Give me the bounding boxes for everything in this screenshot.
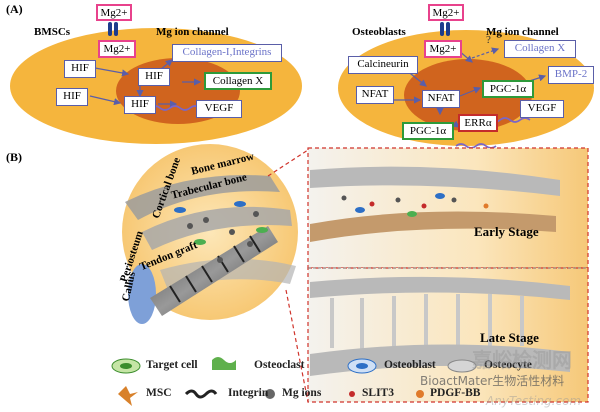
bmsc-collagen-integrins: Collagen-I,Integrins	[172, 44, 282, 62]
pgc1a-box-1: PGC-1α	[482, 80, 534, 98]
bmsc-mg-channel-icon	[108, 22, 118, 36]
calcineurin-box: Calcineurin	[348, 56, 418, 74]
legend-mg-ions: Mg ions	[282, 387, 322, 399]
legend-target-cell: Target cell	[146, 359, 198, 371]
bmp2-box: BMP-2	[548, 66, 594, 84]
panel-a-label: (A)	[6, 2, 23, 16]
osteoblast-nucleus	[404, 59, 532, 131]
watermark-site: AnyTesting.com	[486, 394, 582, 408]
osteoblast-label: Osteoblasts	[352, 26, 406, 38]
legend-slit3: SLIT3	[362, 387, 394, 399]
bmsc-collagen-x: Collagen X	[204, 72, 272, 90]
panel-b-illustration	[111, 144, 589, 406]
osteoblast-collagen-x: Collagen X	[504, 40, 576, 58]
bmsc-vegf: VEGF	[196, 100, 242, 118]
osteoblast-mg-channel-icon	[440, 22, 450, 36]
bmsc-hif-4: HIF	[124, 96, 156, 114]
osteoblast-vegf: VEGF	[520, 100, 564, 118]
bmsc-hif-3: HIF	[138, 68, 170, 86]
bmsc-label: BMSCs	[34, 26, 71, 38]
watermark-cn: 嘉峪检测网	[472, 348, 572, 372]
bmsc-hif-2: HIF	[56, 88, 88, 106]
early-stage-label: Early Stage	[474, 224, 539, 239]
osteoblast-channel-label: Mg ion channel	[486, 26, 559, 38]
nfat-box-2: NFAT	[422, 90, 460, 108]
bmsc-hif-1: HIF	[64, 60, 96, 78]
early-stage-panel	[307, 147, 589, 269]
watermark-wechat: BioactMater生物活性材料	[420, 374, 565, 388]
legend-osteocyte: Osteocyte	[484, 359, 532, 371]
nfat-box-1: NFAT	[356, 86, 394, 104]
callus-shape	[128, 264, 156, 324]
legend-msc: MSC	[146, 387, 172, 399]
legend-icons	[111, 357, 477, 406]
mg-screw-icon	[150, 226, 278, 316]
osteoblast-mg-inside: Mg2+	[424, 40, 462, 58]
legend-osteoblast: Osteoblast	[384, 359, 436, 371]
late-stage-label: Late Stage	[480, 330, 539, 345]
osteoblast-question-mark: ?	[486, 34, 491, 46]
pgc1a-box-2: PGC-1α	[402, 122, 454, 140]
bmsc-mg-outside: Mg2+	[96, 4, 132, 21]
legend-osteoclast: Osteoclast	[254, 359, 305, 371]
panel-b-label: (B)	[6, 150, 22, 164]
legend-integrin: Integrin	[228, 387, 269, 399]
bmsc-channel-label: Mg ion channel	[156, 26, 229, 38]
bmsc-mg-inside: Mg2+	[98, 40, 136, 58]
legend-pdgf-bb: PDGF-BB	[430, 387, 481, 399]
osteoblast-mg-outside: Mg2+	[428, 4, 464, 21]
erra-box: ERRα	[458, 114, 498, 132]
